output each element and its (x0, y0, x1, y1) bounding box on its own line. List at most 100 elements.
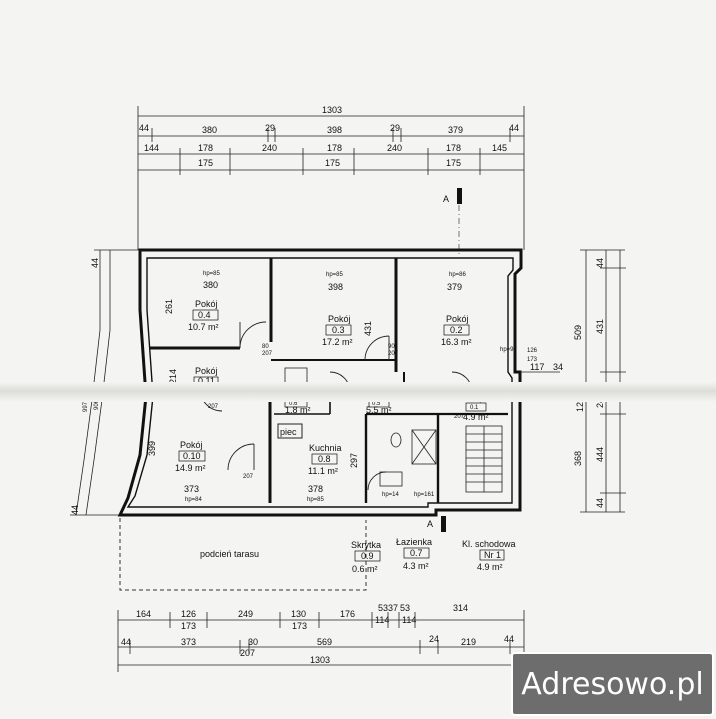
room-0.9: Skrytka 0.9 0.6 m² (351, 540, 381, 574)
room-area: 14.9 m² (175, 463, 206, 473)
dim-int-214: 214 (168, 369, 178, 384)
room-number: 0.8 (318, 454, 331, 464)
dim-top-r2-2: 240 (262, 143, 277, 153)
right-dimensions (520, 249, 626, 513)
door-swings (199, 321, 473, 491)
watermark-text: Adresowo.pl (521, 666, 704, 702)
window-label: hp=84 (185, 497, 203, 503)
dim-right-120: 120 (575, 397, 585, 412)
room-area: 4.3 m² (403, 561, 429, 571)
door-label: 90 (388, 344, 395, 350)
window-label: hp=85 (307, 497, 325, 503)
dim-top-r2-5: 178 (446, 143, 461, 153)
dim-top-r2-6: 145 (492, 143, 507, 153)
room-name: Pokój (180, 440, 203, 450)
dim-left-44a: 44 (90, 258, 100, 268)
dim-right-431: 431 (595, 319, 605, 334)
room-name: Skrytka (351, 540, 381, 550)
room-number: 0.9 (361, 551, 374, 561)
window-label: hp=14 (382, 492, 400, 498)
dim-right-126: 126 (527, 348, 538, 354)
dim-bot-r1-0: 164 (136, 609, 151, 619)
room-number: 0.1 (470, 405, 479, 411)
room-0.1: Wiatrołap 0.1 4.9 m² (458, 397, 489, 422)
dim-bot-r1-5: 53 (378, 603, 388, 613)
room-name: Pokój (195, 299, 218, 309)
room-area: 0.6 m² (352, 564, 378, 574)
dim-bot-r1-8: 314 (453, 603, 468, 613)
dim-top-r1-2: 29 (265, 123, 275, 133)
dim-int-380: 380 (203, 280, 218, 290)
room-name: Wiatrołap (458, 397, 484, 403)
dim-bot-r2-0: 44 (121, 637, 131, 647)
dim-bot-r1b-0: 173 (181, 621, 196, 631)
room-0.11: Pokój 0.11 7.5 m² (193, 366, 222, 396)
room-area: 1.8 m² (285, 405, 311, 415)
room-number: 0.10 (183, 451, 201, 461)
dim-right-444: 444 (595, 447, 605, 462)
dim-top-r1-6: 44 (509, 123, 519, 133)
dim-left-997: 997 (83, 401, 89, 412)
dim-top-r2b-2: 175 (446, 158, 461, 168)
dim-top-r1-4: 29 (390, 123, 400, 133)
dim-left-906: 906 (94, 399, 100, 410)
room-0.6: Schowek 0.6 1.8 m² (284, 393, 311, 415)
dim-right-44a: 44 (595, 258, 605, 268)
room-number: 0.6 (289, 401, 298, 407)
dim-int-398: 398 (328, 282, 343, 292)
stove-box (277, 423, 303, 439)
dim-right-509: 509 (573, 325, 583, 340)
dim-int-373: 373 (184, 484, 199, 494)
room-number: 0.7 (410, 548, 423, 558)
dim-top-r2b-0: 175 (198, 158, 213, 168)
left-dimensions (70, 249, 140, 516)
terrace-label: podcień tarasu (200, 549, 259, 559)
room-number: 0.4 (198, 310, 211, 320)
room-area: 17.2 m² (322, 337, 353, 347)
room-number: 0.3 (332, 325, 345, 335)
room-0.2: Pokój 0.2 16.3 m² (441, 314, 472, 347)
dim-bot-r1-4: 176 (340, 609, 355, 619)
terrace-outline (119, 518, 367, 591)
dim-bot-r1-1: 126 (181, 609, 196, 619)
dim-right-173: 173 (527, 357, 538, 363)
dim-right-117: 117 (530, 362, 544, 372)
room-0.4: Pokój 0.4 10.7 m² (188, 299, 219, 332)
dim-bot-r2-4: 24 (429, 634, 439, 644)
room-number: 0.5 (372, 401, 381, 407)
dim-left-44b: 44 (70, 505, 80, 515)
dim-bot-r1-7: 53 (400, 603, 410, 613)
dim-bot-r2-3: 569 (317, 637, 332, 647)
window-label: hp=86 (449, 272, 467, 278)
room-area: 11.1 m² (308, 466, 338, 476)
section-marker-bottom (441, 516, 446, 532)
door-label: 80 (262, 344, 269, 350)
dim-top-r2-0: 144 (144, 143, 159, 153)
room-area: 5.5 m² (366, 405, 392, 415)
dim-int-379: 379 (447, 282, 462, 292)
window-label: hp=161 (414, 492, 435, 498)
section-label-top: A (443, 194, 449, 204)
room-name: Pokój (446, 314, 469, 324)
dim-bot-r2-5: 219 (461, 637, 476, 647)
top-dimensions (137, 106, 525, 250)
bathroom-fixtures (379, 429, 437, 487)
window-label: hp=85 (203, 271, 221, 277)
dim-bot-r1b-1: 173 (292, 621, 307, 631)
dim-right-247: 247 (595, 393, 605, 408)
watermark-badge: Adresowo.pl (511, 652, 714, 716)
door-label: 207 (208, 404, 219, 410)
room-name: Pokój (328, 314, 351, 324)
dim-bot-r1b-3: 114 (402, 615, 416, 625)
window-label: hp=97 (500, 347, 518, 353)
dim-bot-total: 1303 (310, 655, 330, 665)
section-marker-top (457, 188, 462, 204)
dim-int-378: 378 (308, 484, 323, 494)
room-0.10: Pokój 0.10 14.9 m² (175, 440, 206, 473)
room-0.3: Pokój 0.3 17.2 m² (322, 314, 353, 347)
dim-int-261: 261 (164, 299, 174, 314)
section-label-bottom: A (427, 519, 433, 529)
room-name: Kl. schodowa (462, 539, 516, 549)
dim-top-r1-5: 379 (448, 125, 463, 135)
room-name: Schowek (284, 393, 309, 399)
